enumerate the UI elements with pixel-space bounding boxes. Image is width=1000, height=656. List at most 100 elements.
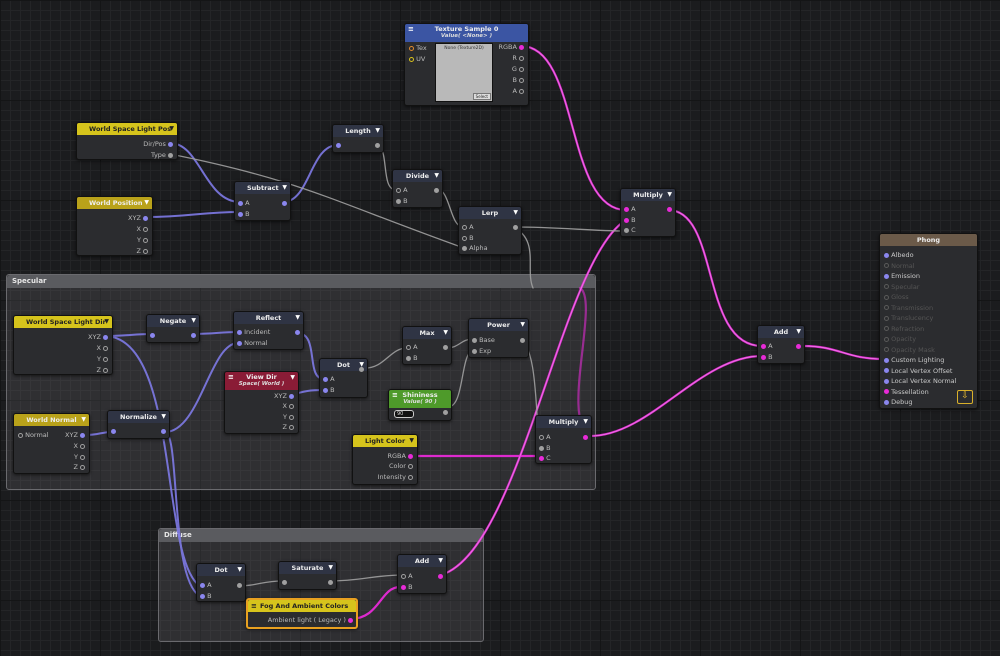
menu-icon[interactable]: ≡ bbox=[408, 25, 414, 33]
chevron-down-icon[interactable]: ▼ bbox=[375, 127, 380, 134]
node-header[interactable]: ≡ View Dir ▼ Space( World ) bbox=[225, 372, 298, 390]
port-normal-in[interactable]: Normal bbox=[18, 431, 49, 439]
port-color[interactable]: Color bbox=[389, 462, 413, 470]
port-opacity[interactable]: Opacity bbox=[884, 334, 956, 345]
port-out[interactable] bbox=[161, 427, 166, 435]
node-header[interactable]: Negate▼ bbox=[147, 315, 199, 327]
chevron-down-icon[interactable]: ▼ bbox=[237, 566, 242, 573]
port-out[interactable] bbox=[434, 186, 439, 194]
port-z[interactable]: Z bbox=[96, 366, 108, 374]
world-normal-node[interactable]: World Normal▼ Normal XYZ X Y Z bbox=[13, 413, 90, 474]
subtract-node[interactable]: Subtract▼ A B bbox=[234, 181, 291, 221]
node-header[interactable]: Light Color▼ bbox=[353, 435, 417, 447]
port-out[interactable] bbox=[443, 343, 448, 351]
port-refraction[interactable]: Refraction bbox=[884, 324, 956, 335]
dot-diffuse-node[interactable]: Dot▼ A B bbox=[196, 563, 246, 602]
chevron-down-icon[interactable]: ▼ bbox=[104, 318, 109, 325]
chevron-down-icon[interactable]: ▼ bbox=[583, 418, 588, 425]
port-b[interactable]: B bbox=[323, 386, 335, 394]
node-header[interactable]: World Position▼ bbox=[77, 197, 152, 209]
port-z[interactable]: Z bbox=[73, 463, 85, 471]
chevron-down-icon[interactable]: ▼ bbox=[81, 416, 86, 423]
port-ambient-light[interactable]: Ambient light ( Legacy ) bbox=[268, 616, 353, 624]
port-exp[interactable]: Exp bbox=[472, 347, 491, 355]
node-header[interactable]: Normalize▼ bbox=[108, 411, 169, 423]
node-header[interactable]: Subtract▼ bbox=[235, 182, 290, 194]
shininess-node[interactable]: ≡ Shininess Value( 90 ) 90 bbox=[388, 389, 452, 421]
chevron-down-icon[interactable]: ▼ bbox=[409, 437, 414, 444]
chevron-down-icon[interactable]: ▼ bbox=[796, 328, 801, 335]
saturate-node[interactable]: Saturate▼ bbox=[278, 561, 337, 590]
port-normal[interactable]: Normal bbox=[884, 261, 956, 272]
chevron-down-icon[interactable]: ▼ bbox=[434, 172, 439, 179]
chevron-down-icon[interactable]: ▼ bbox=[328, 564, 333, 571]
add-right-node[interactable]: Add▼ A B bbox=[757, 325, 805, 364]
chevron-down-icon[interactable]: ▼ bbox=[513, 209, 518, 216]
texture-sample-node[interactable]: ≡ Texture Sample 0 Value( <None> ) Tex U… bbox=[404, 23, 529, 106]
port-out[interactable] bbox=[520, 336, 525, 344]
node-header[interactable]: ≡ Fog And Ambient Colors bbox=[248, 600, 356, 612]
port-emission[interactable]: Emission bbox=[884, 271, 956, 282]
port-out[interactable] bbox=[375, 141, 380, 149]
port-incident[interactable]: Incident bbox=[237, 328, 270, 336]
port-a[interactable]: A bbox=[238, 199, 250, 207]
port-rgba[interactable]: RGBA bbox=[498, 43, 524, 51]
node-header[interactable]: World Space Light Dir▼ bbox=[14, 316, 112, 328]
port-b[interactable]: B bbox=[539, 444, 551, 452]
port-b[interactable]: B bbox=[624, 216, 636, 224]
port-out[interactable] bbox=[295, 328, 300, 336]
port-b[interactable]: B bbox=[512, 76, 524, 84]
specular-group[interactable]: Specular bbox=[6, 274, 596, 490]
port-z[interactable]: Z bbox=[282, 423, 294, 431]
port-out[interactable] bbox=[583, 433, 588, 441]
port-r[interactable]: R bbox=[512, 54, 524, 62]
port-in[interactable] bbox=[282, 578, 287, 586]
port-gloss[interactable]: Gloss bbox=[884, 292, 956, 303]
light-color-node[interactable]: Light Color▼ RGBA Color Intensity bbox=[352, 434, 418, 485]
node-header[interactable]: Length▼ bbox=[333, 125, 383, 137]
chevron-down-icon[interactable]: ▼ bbox=[169, 125, 174, 132]
node-header[interactable]: Dot▼ bbox=[320, 359, 367, 371]
port-tessellation[interactable]: Tessellation bbox=[884, 387, 956, 398]
port-a[interactable]: A bbox=[761, 342, 773, 350]
port-transmission[interactable]: Transmission bbox=[884, 303, 956, 314]
chevron-down-icon[interactable]: ▼ bbox=[667, 191, 672, 198]
port-out[interactable] bbox=[796, 342, 801, 350]
lerp-node[interactable]: Lerp▼ A B Alpha bbox=[458, 206, 522, 255]
port-out[interactable] bbox=[513, 223, 518, 231]
chevron-down-icon[interactable]: ▼ bbox=[282, 184, 287, 191]
port-in[interactable] bbox=[336, 141, 341, 149]
port-local-vertex-normal[interactable]: Local Vertex Normal bbox=[884, 376, 956, 387]
port-in[interactable] bbox=[111, 427, 116, 435]
chevron-down-icon[interactable]: ▼ bbox=[443, 329, 448, 336]
node-header[interactable]: World Space Light Pos▼ bbox=[77, 123, 177, 135]
node-header[interactable]: Multiply▼ bbox=[536, 416, 591, 428]
chevron-down-icon[interactable]: ▼ bbox=[359, 361, 364, 368]
select-button[interactable]: Select bbox=[472, 93, 491, 100]
port-g[interactable]: G bbox=[512, 65, 524, 73]
port-tex[interactable]: Tex bbox=[409, 44, 427, 52]
port-b[interactable]: B bbox=[406, 354, 418, 362]
master-output-icon[interactable]: ⇩ bbox=[957, 390, 973, 404]
node-header[interactable]: World Normal▼ bbox=[14, 414, 89, 426]
max-node[interactable]: Max▼ A B bbox=[402, 326, 452, 365]
divide-node[interactable]: Divide▼ A B bbox=[392, 169, 443, 208]
length-node[interactable]: Length▼ bbox=[332, 124, 384, 153]
port-alpha[interactable]: Alpha bbox=[462, 244, 488, 252]
reflect-node[interactable]: Reflect▼ Incident Normal bbox=[233, 311, 304, 350]
port-custom-lighting[interactable]: Custom Lighting bbox=[884, 355, 956, 366]
chevron-down-icon[interactable]: ▼ bbox=[191, 317, 196, 324]
port-intensity[interactable]: Intensity bbox=[378, 473, 413, 481]
port-y[interactable]: Y bbox=[137, 236, 148, 244]
chevron-down-icon[interactable]: ▼ bbox=[161, 413, 166, 420]
port-out[interactable] bbox=[443, 408, 448, 416]
port-albedo[interactable]: Albedo bbox=[884, 250, 956, 261]
port-base[interactable]: Base bbox=[472, 336, 495, 344]
node-header[interactable]: Add▼ bbox=[758, 326, 804, 338]
dot-specular-node[interactable]: Dot▼ A B bbox=[319, 358, 368, 398]
multiply-specular-node[interactable]: Multiply▼ A B C bbox=[535, 415, 592, 464]
port-translucency[interactable]: Translucency bbox=[884, 313, 956, 324]
port-a[interactable]: A bbox=[462, 223, 474, 231]
node-header[interactable]: Power▼ bbox=[469, 319, 528, 331]
port-x[interactable]: X bbox=[282, 402, 294, 410]
